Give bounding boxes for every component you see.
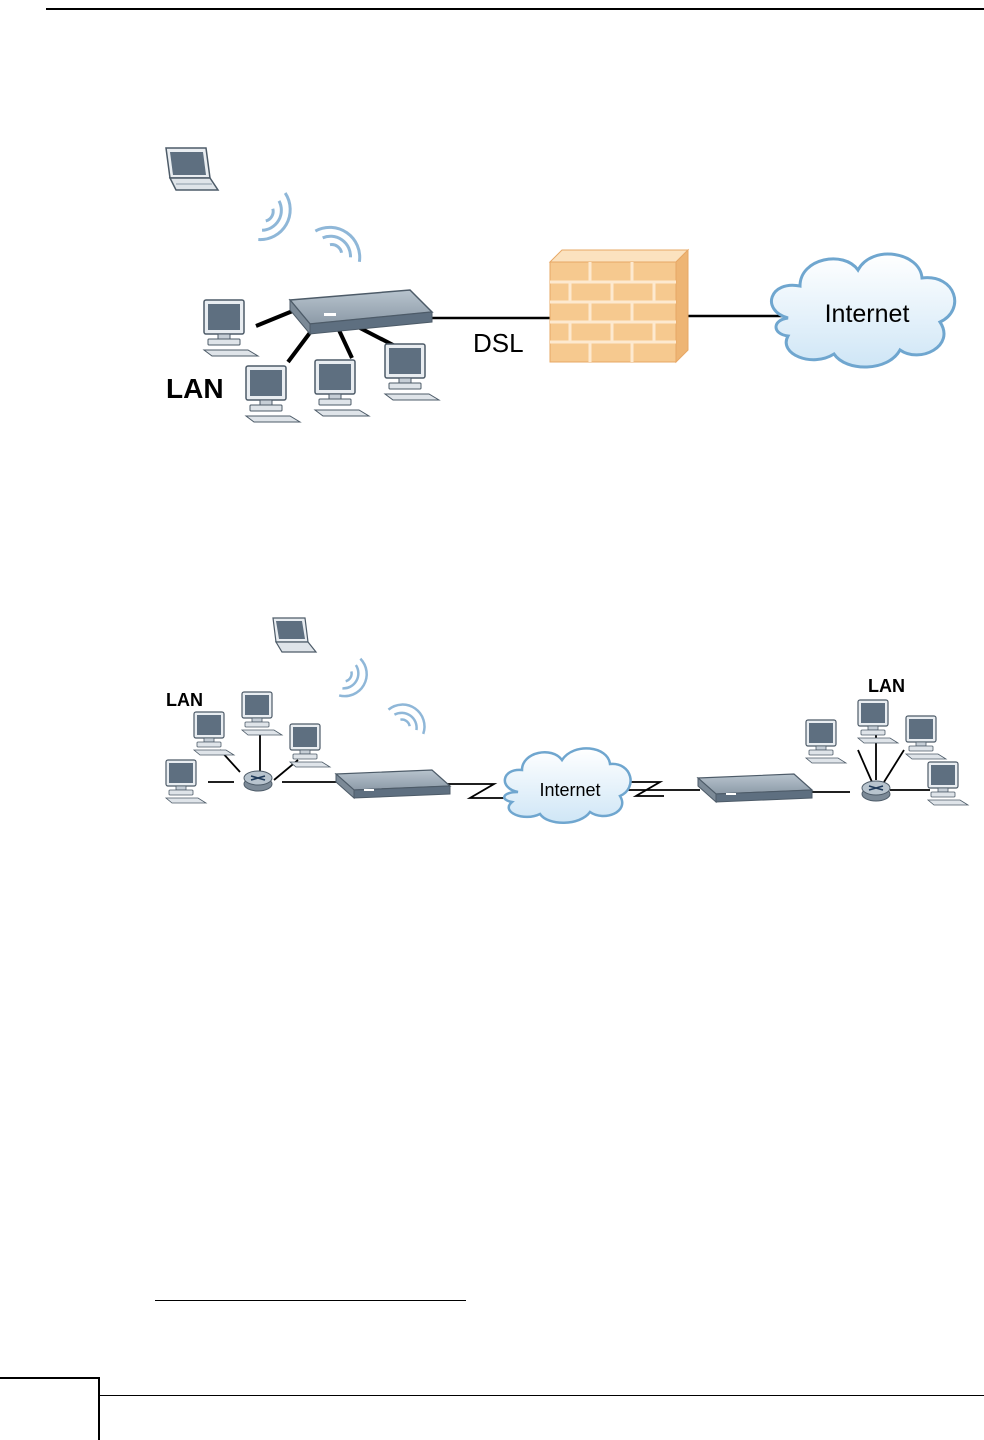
desktop-pc-icon [806, 720, 846, 763]
wireless-signal-icon [315, 223, 361, 269]
lan-label: LAN [166, 373, 224, 404]
wan-link-icon [466, 784, 506, 798]
internet-label: Internet [825, 300, 910, 328]
desktop-pc-icon [242, 692, 282, 735]
laptop-icon [273, 618, 316, 652]
router-icon [698, 774, 812, 802]
wireless-signal-icon [331, 658, 371, 698]
lan-left-label: LAN [166, 690, 203, 710]
desktop-pc-icon [246, 366, 300, 422]
router-icon [290, 290, 432, 334]
wireless-signal-icon [388, 701, 426, 739]
desktop-pc-icon [194, 712, 234, 755]
wan-link-icon [626, 782, 664, 796]
laptop-icon [166, 148, 218, 190]
lan-right-label: LAN [868, 676, 905, 696]
desktop-pc-icon [204, 300, 258, 356]
router-icon [336, 770, 450, 798]
desktop-pc-icon [166, 760, 206, 803]
desktop-pc-icon [385, 344, 439, 400]
firewall-icon [550, 250, 688, 362]
header-rule [46, 8, 984, 10]
desktop-pc-icon [858, 700, 898, 743]
internet-label: Internet [539, 780, 600, 800]
network-diagram-firewall: LAN DSL Internet [160, 140, 960, 430]
dsl-label: DSL [473, 328, 524, 358]
page-number-box [0, 1377, 100, 1440]
footnote-rule [155, 1300, 466, 1301]
desktop-pc-icon [906, 716, 946, 759]
switch-hub-icon [862, 781, 890, 801]
switch-hub-icon [244, 771, 272, 791]
network-diagram-vpn: LAN Internet LAN [160, 612, 974, 832]
desktop-pc-icon [315, 360, 369, 416]
desktop-pc-icon [928, 762, 968, 805]
wireless-signal-icon [248, 193, 296, 241]
footer-rule [100, 1395, 984, 1396]
